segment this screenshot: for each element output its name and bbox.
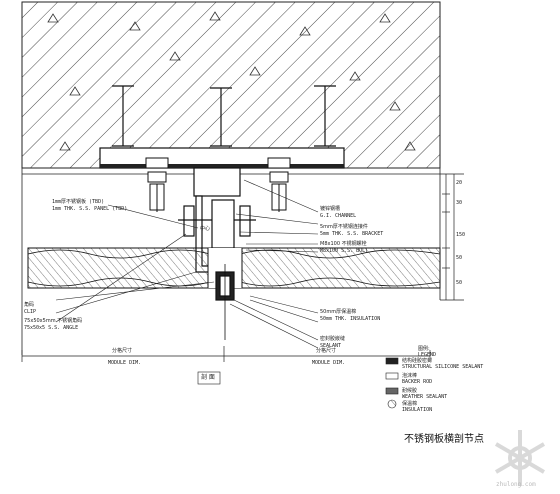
bottom-dimension — [21, 346, 431, 362]
channel-label-en: G.I. CHANNEL — [320, 213, 357, 219]
legend-item-3-en: WEATHER SEALANT — [402, 394, 448, 400]
channel-label-cn: 镀锌钢槽 — [320, 206, 341, 212]
left-module-label: MODULE DIM. — [108, 360, 142, 366]
panel-label-en: 1mm THK. S.S. PANEL (TBD) — [52, 206, 128, 212]
bracket-label-en: 5mm THK. S.S. BRACKET — [320, 231, 384, 237]
joint-clip — [215, 264, 235, 340]
legend-heading: 图例: — [418, 346, 430, 352]
panel-label-cn: 1mm厚不锈钢板 (TBD) — [52, 199, 105, 205]
clip-label-cn: 角码 — [24, 302, 35, 308]
dim-top: 20 — [456, 180, 463, 186]
embedded-anchors — [112, 85, 336, 147]
bolts — [145, 157, 291, 212]
legend-item-4-cn: 保温棉 — [402, 401, 418, 407]
legend-item-4-en: INSULATION — [402, 407, 433, 413]
legend-item-3-cn: 耐候胶 — [402, 388, 418, 394]
drawing-title: 不锈钢板横剖节点 — [404, 434, 484, 445]
leader-lines — [55, 179, 319, 349]
right-width-label: 分格尺寸 — [316, 348, 337, 354]
section-mark-text: 剖 面 — [201, 374, 215, 381]
legend-item-2-cn: 泡沫棒 — [402, 373, 418, 379]
center-label: 中心 — [200, 226, 211, 232]
watermark-logo — [494, 430, 546, 486]
watermark-text: zhulong.com — [496, 481, 536, 488]
legend-heading-en: LEGEND — [418, 352, 437, 358]
right-dimension — [440, 173, 464, 301]
sealant-label-en: SEALANT — [320, 343, 342, 349]
insulation-label-en: 50mm THK. INSULATION — [320, 316, 381, 322]
dim-b2: 50 — [456, 280, 463, 286]
angle-label-en: 75x50x5 S.S. ANGLE — [24, 325, 79, 331]
dim-mid: 30 — [456, 200, 463, 206]
dim-b1: 50 — [456, 255, 463, 261]
dim-total: 150 — [456, 232, 466, 238]
concrete-wall — [21, 1, 441, 169]
left-width-label: 分格尺寸 — [112, 348, 133, 354]
sealant-label-cn: 密封胶嵌缝 — [320, 336, 346, 342]
bracket-label-cn: 5mm厚不锈钢连接件 — [320, 224, 368, 230]
bolt-label-en: M8x100 S.S. BOLT — [320, 248, 369, 254]
right-module-label: MODULE DIM. — [312, 360, 346, 366]
section-mark-box — [197, 371, 221, 385]
legend-swatches — [385, 357, 399, 409]
insulation-label-cn: 50mm厚保温棉 — [320, 309, 357, 315]
legend-item-2-en: BACKER ROD — [402, 379, 433, 385]
legend-item-1-cn: 结构硅胶密封 — [402, 358, 433, 364]
bolt-label-cn: M8x100 不锈钢螺栓 — [320, 241, 367, 247]
angle-label-cn: 75x50x5mm 不锈钢角码 — [24, 318, 83, 324]
clip-label-en: CLIP — [24, 309, 37, 315]
legend-item-1-en: STRUCTURAL SILICONE SEALANT — [402, 364, 484, 370]
